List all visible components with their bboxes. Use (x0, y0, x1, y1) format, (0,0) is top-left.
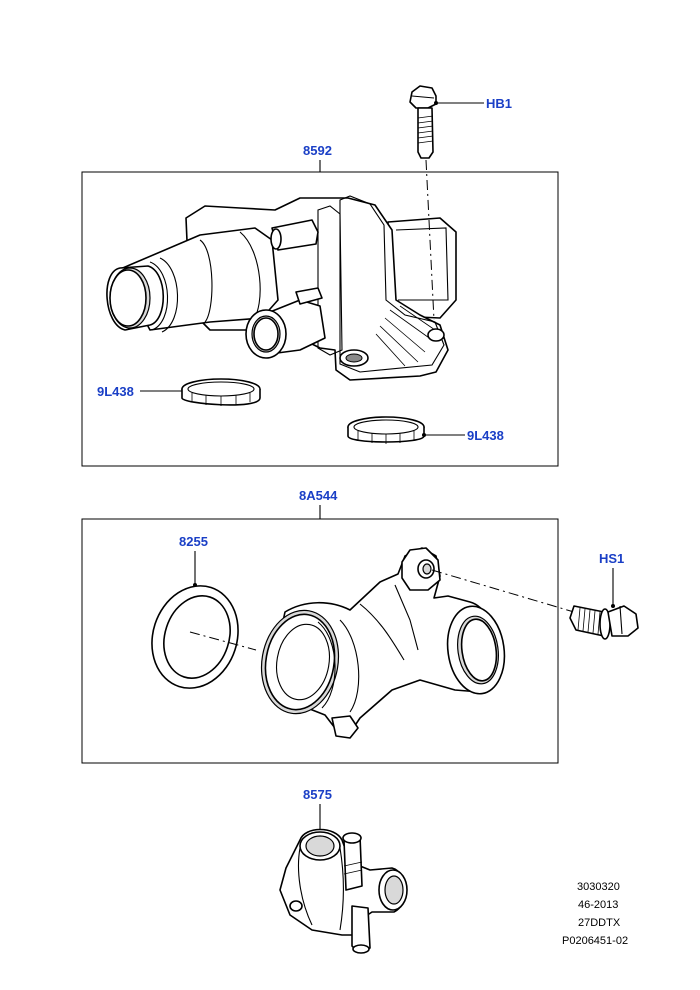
reference-line-2: 46-2013 (578, 899, 618, 911)
housing-8575 (279, 828, 408, 954)
reference-line-4: P0206451-02 (562, 935, 628, 947)
o-ring-8255 (151, 585, 239, 689)
bolt-hs1 (569, 605, 639, 640)
callout-hb1: HB1 (486, 96, 512, 111)
coolant-outlet-8a544 (260, 547, 506, 739)
callout-9l438-left: 9L438 (97, 384, 134, 399)
callout-8575: 8575 (303, 787, 332, 802)
reference-line-3: 27DDTX (578, 917, 621, 929)
drawing-reference: 3030320 46-2013 27DDTX P0206451-02 (562, 881, 628, 947)
seal-ring-9l438-right (347, 416, 425, 444)
callout-8255: 8255 (179, 534, 208, 549)
callout-hs1: HS1 (599, 551, 624, 566)
assembly-frame-8592 (81, 171, 559, 467)
callout-8592: 8592 (303, 143, 332, 158)
reference-line-1: 3030320 (577, 881, 620, 893)
callout-9l438-right: 9L438 (467, 428, 504, 443)
seal-ring-9l438-left (181, 378, 261, 406)
callout-8a544: 8A544 (299, 488, 338, 503)
bolt-axis-hs1 (431, 569, 575, 613)
bolt-hb1 (409, 85, 437, 159)
assembly-frame-8a544 (81, 518, 559, 764)
thermostat-housing-8592 (106, 195, 457, 381)
bolt-axis-hb1 (425, 159, 435, 321)
